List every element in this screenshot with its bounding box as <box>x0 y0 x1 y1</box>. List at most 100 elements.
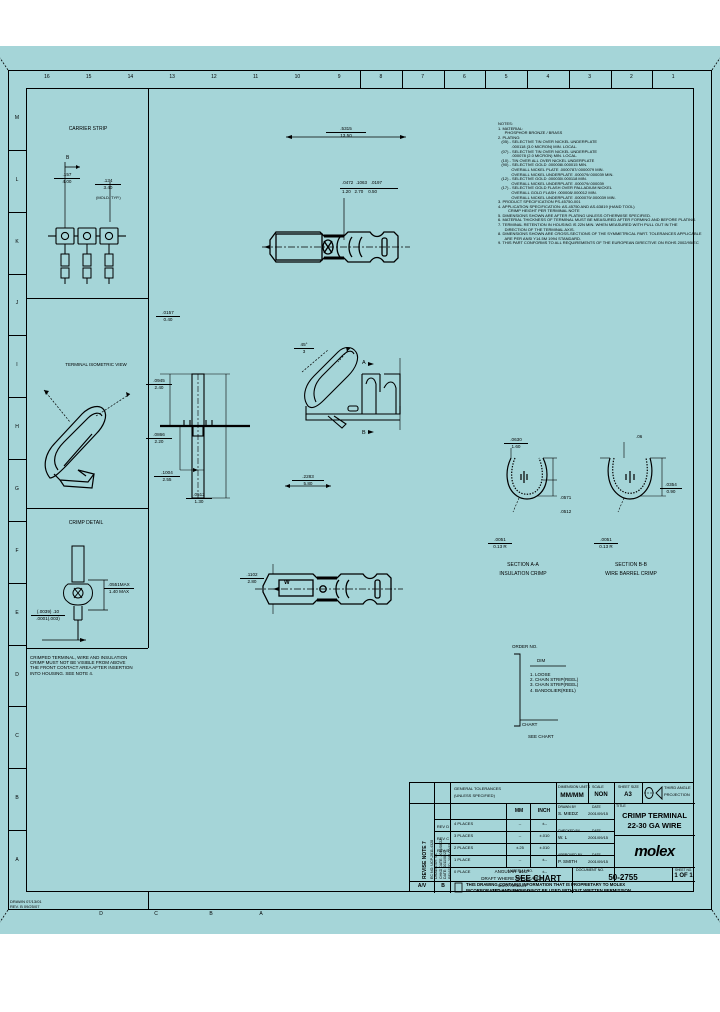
crimp-base-dimension: (.0039) .10 .0001(.003) <box>31 609 65 621</box>
tol-row-label-3: 1 PLACE <box>454 857 471 862</box>
side-top-subdim-top: .0472 .1063 .0197 <box>342 180 383 185</box>
notes-item-4: .000118 (3.0 MICRON) MIN. LOCAL. <box>498 143 578 149</box>
zone-label-left-C: C <box>15 733 19 740</box>
zone-label-bottom-D: D <box>99 911 103 917</box>
corner-note-line-0: DRAWN 07/13/01 <box>10 899 42 904</box>
notes-item-23: 8. DIMENSIONS SHOWN ARE CROSS-SECTIONS O… <box>498 231 702 237</box>
notes-item-16: 3. PRODUCT SPECIFICATION PS-45750-001 <box>498 199 581 205</box>
left-cell-divider-1 <box>26 298 148 300</box>
signoff-date-label-0: DATE <box>592 805 601 809</box>
bent-view-drawing: A B <box>301 346 401 436</box>
zone-tick-left <box>8 768 26 770</box>
zone-tick-top <box>610 70 612 88</box>
dimension-units-value: MM/MM <box>560 792 584 799</box>
proprietary-icon <box>454 882 463 893</box>
zone-tick-left <box>8 211 26 213</box>
notes-heading: NOTES: <box>498 121 513 126</box>
zone-label-bottom-C: C <box>154 911 158 917</box>
angular-tol-3: MUST REMAIN <box>498 883 526 888</box>
zone-label-top-5: 5 <box>504 74 508 80</box>
svg-text:B: B <box>362 430 366 436</box>
notes-item-6: .000078 (2.0 MICRON) MIN. LOCAL. <box>498 153 578 159</box>
notes-item-5: (07) - SELECTIVE TIN OVER NICKEL UNDERPL… <box>498 148 598 154</box>
legend-row-1: 2. CHAIN STRIP(REEL) <box>530 677 579 683</box>
svg-text:A: A <box>362 360 366 366</box>
front-flat-dim-b: .0945 2.40 <box>146 378 172 390</box>
side-bottom-w-label: W <box>284 580 290 586</box>
section-b-name-line2: WIRE BARREL CRIMP <box>605 571 657 577</box>
zone-label-left-H: H <box>15 424 19 431</box>
tol-row-mm-2: ±.25 <box>516 845 524 850</box>
section-b-thickness-dimension: .0051 0.13 R <box>594 537 618 549</box>
side-top-overall-arrow <box>286 135 406 139</box>
side-bottom-terminal-drawing: W <box>255 564 403 614</box>
zone-label-left-G: G <box>15 486 19 492</box>
zone-label-top-2: 2 <box>629 74 633 80</box>
section-b-height-dimension: .0354 0.90 <box>660 482 682 494</box>
angular-tol-2: DRAFT WHERE APPLICABLE <box>481 876 543 881</box>
zone-label-left-L: L <box>15 176 19 183</box>
notes-item-17: 4. APPLICATION SPECIFICATION: AS-45750 A… <box>498 203 635 209</box>
notes-item-9: OVERALL NICKEL PLATE .0000787/.0000079 M… <box>498 166 604 172</box>
legend-footer-b: SEE CHART <box>528 734 554 739</box>
document-label: DOCUMENT NO. <box>576 868 605 872</box>
tol-row-mm-1: -- <box>518 833 522 838</box>
tol-row-inch-4: ±-- <box>542 869 547 874</box>
tol-row-mm-0: -- <box>518 821 522 826</box>
zone-label-top-3: 3 <box>588 74 592 80</box>
zone-label-left-B: B <box>15 795 19 802</box>
signoff-role-0: DRAWN BY <box>558 805 577 809</box>
crimp-height-dimension: .0551MAX 1.40 MAX <box>104 582 134 594</box>
notes-item-18: CRIMP HEIGHT PER TERMINAL NOTE <box>498 208 580 214</box>
dimension-units-label: DIMENSION UNITS <box>558 785 591 789</box>
tol-row-inch-3: ±-- <box>542 857 547 862</box>
signoff-date-0: 2001/09/15 <box>588 811 609 816</box>
drawing-paper <box>0 46 720 934</box>
crimp-note-line-2: THE FRONT CONTACT AREA AFTER INSERTION <box>30 665 133 671</box>
legend-heading: ORDER NO. <box>512 644 538 649</box>
svg-text:B: B <box>66 155 70 161</box>
zone-tick-top <box>652 70 654 88</box>
proprietary-line-2: INCORPORATED AND SHOULD NOT BE USED WITH… <box>466 888 631 893</box>
material-value: SEE CHART <box>514 874 562 883</box>
sheet-size-value: A3 <box>624 792 632 798</box>
section-b-name-line1: SECTION B-B <box>615 562 647 568</box>
legend-col-header: DIM <box>537 658 546 663</box>
sheet-value: 1 OF 1 <box>674 873 693 879</box>
zone-label-left-K: K <box>15 238 19 245</box>
zone-label-left-M: M <box>14 114 20 121</box>
signoff-date-2: 2001/09/15 <box>588 859 609 864</box>
brand-logo: molex <box>634 843 675 860</box>
projection-label-1: THIRD ANGLE <box>664 785 691 790</box>
iso-view-title: TERMINAL ISOMETRIC VIEW <box>65 362 127 367</box>
title-line-2: 22-30 GA WIRE <box>627 821 682 830</box>
scale-value: NON <box>594 792 608 798</box>
side-bottom-dimension: .1102 2.80 <box>240 572 264 584</box>
legend-row-3: 4. BANDOLIER(REEL) <box>530 687 576 693</box>
zone-label-left-E: E <box>15 609 19 616</box>
zone-tick-top <box>443 70 445 88</box>
revision-letter: A/V <box>417 883 427 889</box>
tol-row-inch-2: ±.010 <box>539 845 550 850</box>
notes-item-25: 9. THIS PART CONFORMS TO ALL REQUIREMENT… <box>498 240 699 246</box>
side-top-subdim-rule <box>340 188 398 189</box>
front-flat-dim-a: .0157 0.40 <box>156 310 180 322</box>
sheet-label: SHEET NO. <box>675 868 693 872</box>
zone-label-bottom-B: B <box>209 911 213 917</box>
crimp-detail-title: CRIMP DETAIL <box>68 520 104 526</box>
tol-header-mm: MM <box>514 808 524 814</box>
zone-label-left-A: A <box>15 857 19 864</box>
notes-item-0: 1. MATERIAL: <box>498 125 524 131</box>
zone-tick-top <box>401 70 403 88</box>
revision-sheet: B <box>441 883 445 889</box>
zone-tick-top <box>485 70 487 88</box>
signoff-date-label-1: DATE <box>592 829 601 833</box>
section-a-name-line1: SECTION A-A <box>507 562 539 568</box>
reel-width-dimension: .134 3.40 <box>95 178 121 190</box>
zone-tick-left <box>8 459 26 461</box>
tol-row-label-4: 0 PLACE <box>454 869 471 874</box>
zone-label-top-1: 1 <box>671 74 675 80</box>
notes-item-3: (05) - SELECTIVE TIN OVER NICKEL UNDERPL… <box>498 139 598 145</box>
